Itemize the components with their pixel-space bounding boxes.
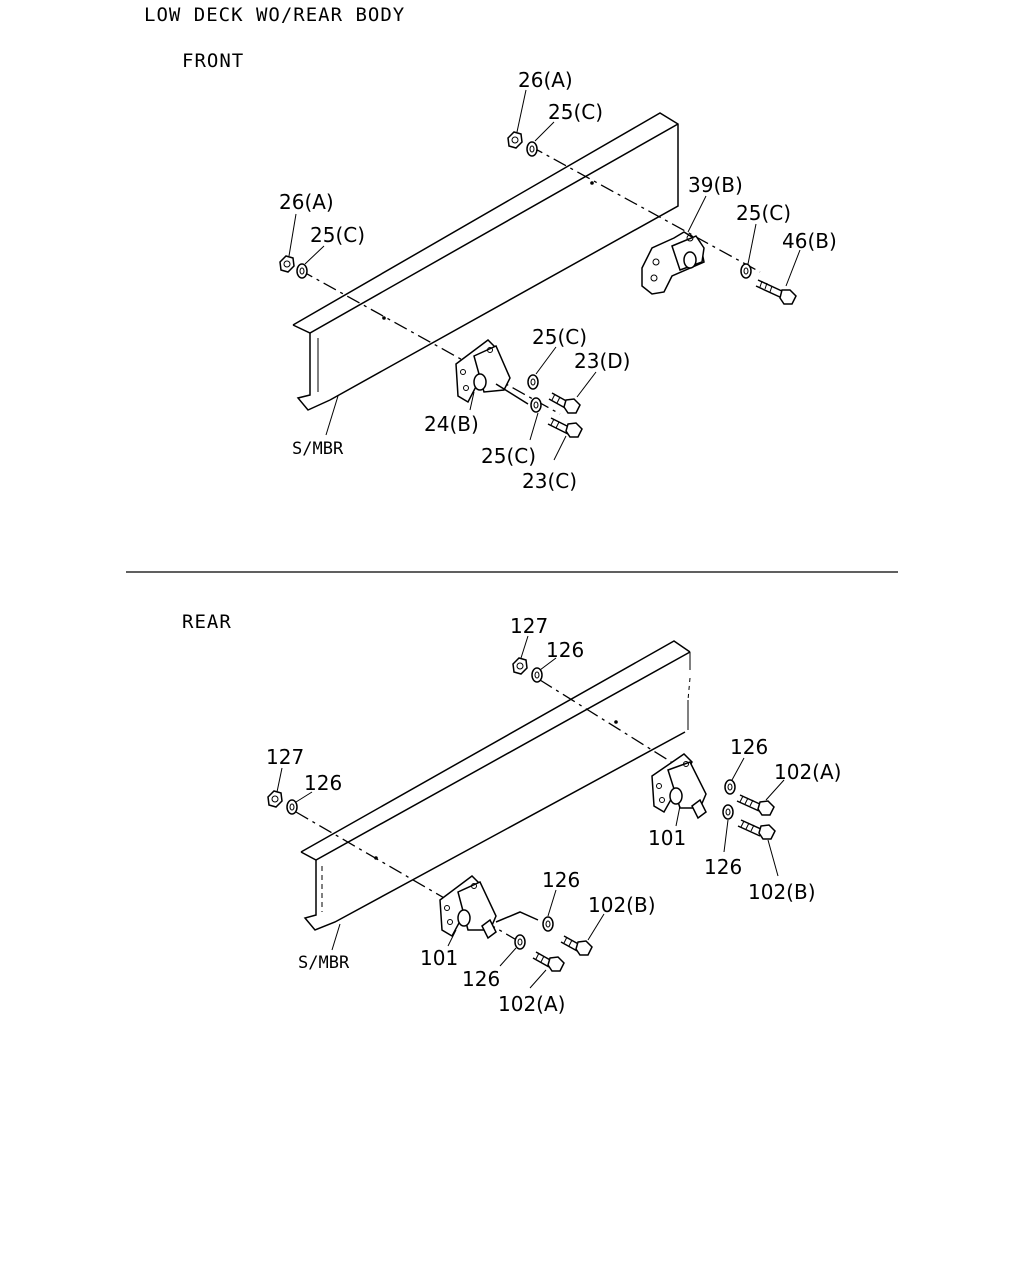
rear-nut-left	[267, 790, 283, 808]
front-bolt-mid-upper	[548, 392, 581, 414]
front-bracket-mid	[455, 339, 529, 405]
front-nut-top	[507, 131, 523, 149]
rear-bracket-mid	[439, 875, 539, 940]
front-callout-bracket-right: 39(B)	[688, 173, 743, 197]
front-callout-bolt-mid-upper: 23(D)	[574, 349, 630, 373]
rear-callout-washer-mid-upper: 126	[542, 868, 580, 892]
front-callout-washer-mid-lower: 25(C)	[481, 444, 536, 468]
rear-leader-lines	[276, 635, 785, 989]
front-leader-lines	[288, 89, 801, 461]
rear-callout-nut-top: 127	[510, 614, 548, 638]
rear-callout-nut-left: 127	[266, 745, 304, 769]
front-callout-nut-left: 26(A)	[279, 190, 334, 214]
rear-bolt-right-upper	[736, 794, 775, 816]
rear-callout-bracket-mid: 101	[420, 946, 458, 970]
front-bolt-right	[755, 279, 797, 305]
rear-section-label: REAR	[182, 611, 232, 633]
front-callout-nut-top: 26(A)	[518, 68, 573, 92]
front-member-label: S/MBR	[292, 439, 344, 459]
rear-washer-mid-lower	[514, 934, 526, 950]
front-view: 26(A) 25(C) 26(A) 25(C) 39(B) 25(C) 46(B…	[279, 68, 837, 493]
rear-view: 127 126 127 126 126 102(A) 101 126 102(B…	[266, 614, 841, 1016]
front-side-member	[292, 112, 679, 411]
front-callout-washer-mid-upper: 25(C)	[532, 325, 587, 349]
front-callout-bolt-right: 46(B)	[782, 229, 837, 253]
rear-bolt-mid-upper	[560, 935, 593, 956]
rear-callout-bolt-mid-lower: 102(A)	[498, 992, 565, 1016]
rear-bolt-right-lower	[737, 819, 776, 840]
front-washer-mid-upper	[527, 374, 539, 390]
rear-callout-washer-left: 126	[304, 771, 342, 795]
rear-callout-bolt-right-lower: 102(B)	[748, 880, 816, 904]
front-bracket-right	[641, 231, 705, 295]
rear-bolt-mid-lower	[532, 951, 565, 972]
rear-side-member	[300, 640, 691, 931]
rear-washer-right-upper	[724, 779, 736, 795]
rear-callout-bracket-right: 101	[648, 826, 686, 850]
rear-centerline-top	[539, 679, 701, 781]
rear-washer-right-lower	[722, 804, 734, 820]
rear-centerline-left	[295, 811, 521, 943]
rear-callout-bolt-right-upper: 102(A)	[774, 760, 841, 784]
front-washer-mid-lower	[530, 397, 542, 413]
rear-bracket-right	[651, 753, 707, 820]
rear-member-label: S/MBR	[298, 953, 350, 973]
front-callout-washer-right: 25(C)	[736, 201, 791, 225]
rear-callout-bolt-mid-upper: 102(B)	[588, 893, 656, 917]
rear-washer-mid-upper	[542, 916, 554, 932]
front-centerline-top	[529, 145, 761, 273]
front-callout-washer-top: 25(C)	[548, 100, 603, 124]
front-section-label: FRONT	[182, 50, 245, 72]
front-bolt-mid-lower	[547, 417, 583, 438]
page-title: LOW DECK WO/REAR BODY	[144, 4, 406, 26]
front-washer-right	[740, 263, 752, 279]
front-callout-bracket-mid: 24(B)	[424, 412, 479, 436]
front-washer-left	[296, 263, 308, 279]
front-nut-left	[279, 255, 295, 273]
front-washer-top	[526, 141, 538, 157]
front-callout-washer-left: 25(C)	[310, 223, 365, 247]
front-centerline-left	[299, 269, 561, 415]
front-callout-bolt-mid-lower: 23(C)	[522, 469, 577, 493]
rear-callout-washer-mid-lower: 126	[462, 967, 500, 991]
rear-callout-washer-right-lower: 126	[704, 855, 742, 879]
rear-washer-left	[286, 799, 298, 815]
rear-nut-top	[512, 657, 528, 675]
rear-callout-washer-top: 126	[546, 638, 584, 662]
rear-callout-washer-right-upper: 126	[730, 735, 768, 759]
rear-washer-top	[531, 667, 543, 683]
